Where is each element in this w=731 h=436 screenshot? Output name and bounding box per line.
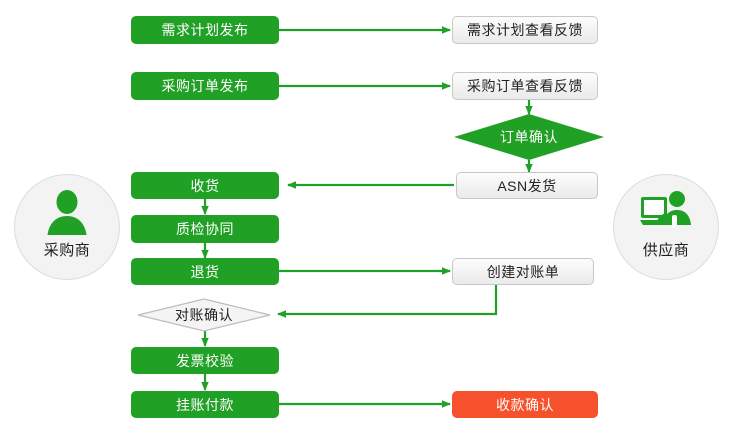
node-payment-receipt-confirm[interactable]: 收款确认 (452, 391, 598, 418)
node-label: 质检协同 (176, 221, 234, 237)
node-purchase-order-publish[interactable]: 采购订单发布 (131, 72, 279, 100)
node-accrue-payment[interactable]: 挂账付款 (131, 391, 279, 418)
node-quality-inspection-collab[interactable]: 质检协同 (131, 215, 279, 243)
node-order-confirm[interactable]: 订单确认 (454, 114, 604, 160)
edge-n10-n11 (277, 285, 498, 318)
person-icon (47, 190, 87, 235)
actor-supplier[interactable]: 供应商 (613, 174, 719, 280)
actor-supplier-label: 供应商 (642, 242, 690, 259)
node-label: 收款确认 (496, 396, 554, 413)
node-label: 发票校验 (176, 352, 234, 369)
node-invoice-verification[interactable]: 发票校验 (131, 347, 279, 374)
node-purchase-order-view-feedback[interactable]: 采购订单查看反馈 (452, 72, 598, 100)
node-demand-plan-publish[interactable]: 需求计划发布 (131, 16, 279, 44)
node-label: 退货 (190, 263, 220, 280)
node-label: ASN发货 (497, 177, 557, 194)
node-create-reconciliation-statement[interactable]: 创建对账单 (452, 258, 594, 285)
person-at-computer-icon (640, 191, 691, 227)
node-receive-goods[interactable]: 收货 (131, 172, 279, 199)
node-return-goods[interactable]: 退货 (131, 258, 279, 285)
node-label: 收货 (190, 177, 220, 194)
node-asn-shipment[interactable]: ASN发货 (456, 172, 598, 199)
node-label: 需求计划查看反馈 (467, 22, 583, 38)
node-reconciliation-confirm[interactable]: 对账确认 (137, 298, 271, 332)
node-label: 采购订单查看反馈 (467, 78, 583, 94)
actor-buyer[interactable]: 采购商 (14, 174, 120, 280)
node-demand-plan-view-feedback[interactable]: 需求计划查看反馈 (452, 16, 598, 44)
node-label: 需求计划发布 (161, 22, 249, 38)
node-label: 对账确认 (175, 307, 233, 323)
actor-buyer-label: 采购商 (43, 242, 91, 259)
node-label: 创建对账单 (486, 263, 560, 280)
diamond-shape (454, 114, 604, 160)
node-label: 订单确认 (500, 129, 558, 145)
node-label: 采购订单发布 (161, 78, 249, 94)
node-label: 挂账付款 (176, 396, 234, 413)
